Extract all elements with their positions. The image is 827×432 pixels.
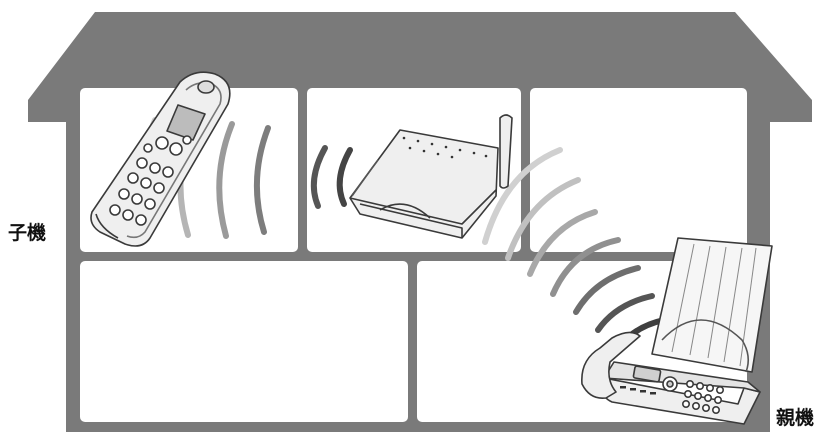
base-unit-label: 親機 [776,403,814,430]
handset-label: 子機 [8,218,46,245]
room-lower-left [80,261,408,422]
